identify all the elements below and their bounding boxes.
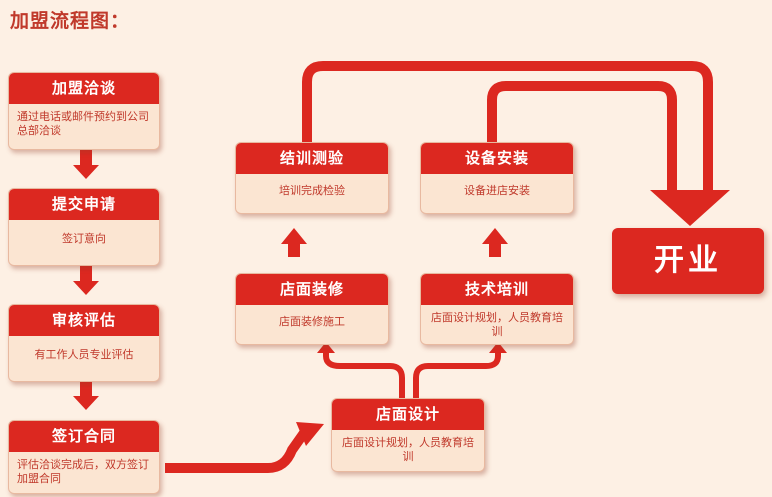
step-desc: 有工作人员专业评估 (34, 348, 134, 361)
arrow-up-training-to-equipment (482, 228, 508, 257)
step-box-equipment-install: 设备安装 设备进店安装 (420, 142, 574, 214)
step-title: 提交申请 (9, 189, 159, 220)
step-box-submit-application: 提交申请 签订意向 (8, 188, 160, 266)
step-desc: 评估洽谈完成后，双方签订加盟合同 (17, 458, 149, 485)
step-desc: 培训完成检验 (279, 184, 345, 197)
step-box-tech-training: 技术培训 店面设计规划，人员教育培训 (420, 273, 574, 345)
step-box-store-design: 店面设计 店面设计规划，人员教育培训 (331, 398, 485, 472)
arrow-test-to-opening (302, 61, 713, 192)
step-desc: 设备进店安装 (464, 184, 530, 197)
arrow-contract-to-design (165, 422, 324, 473)
page-title: 加盟流程图： (10, 10, 131, 32)
step-box-join-talk: 加盟洽谈 通过电话或邮件预约到公司总部洽谈 (8, 72, 160, 150)
step-desc: 店面设计规划，人员教育培训 (342, 436, 474, 463)
step-desc: 签订意向 (62, 232, 106, 245)
step-title: 店面装修 (236, 274, 388, 305)
arrow-opening-head (650, 190, 730, 226)
arrow-design-split-heads (317, 342, 507, 353)
step-title: 设备安装 (421, 143, 573, 174)
step-title: 店面设计 (332, 399, 484, 430)
step-box-renovation: 店面装修 店面装修施工 (235, 273, 389, 345)
step-title: 结训测验 (236, 143, 388, 174)
arrow-down-1 (73, 150, 99, 179)
arrow-down-2 (73, 266, 99, 295)
step-desc: 通过电话或邮件预约到公司总部洽谈 (17, 110, 149, 137)
step-box-training-test: 结训测验 培训完成检验 (235, 142, 389, 214)
step-desc: 店面设计规划，人员教育培训 (431, 311, 563, 338)
arrow-up-renovation-to-test (281, 228, 307, 257)
step-title: 加盟洽谈 (9, 73, 159, 104)
step-box-review: 审核评估 有工作人员专业评估 (8, 304, 160, 382)
step-title: 审核评估 (9, 305, 159, 336)
arrow-down-3 (73, 381, 99, 410)
step-title: 签订合同 (9, 421, 159, 452)
step-box-opening: 开业 (612, 228, 764, 294)
step-title: 技术培训 (421, 274, 573, 305)
arrow-equipment-to-opening (487, 81, 677, 192)
step-desc: 店面装修施工 (279, 315, 345, 328)
arrow-design-split (323, 350, 501, 398)
step-box-sign-contract: 签订合同 评估洽谈完成后，双方签订加盟合同 (8, 420, 160, 494)
